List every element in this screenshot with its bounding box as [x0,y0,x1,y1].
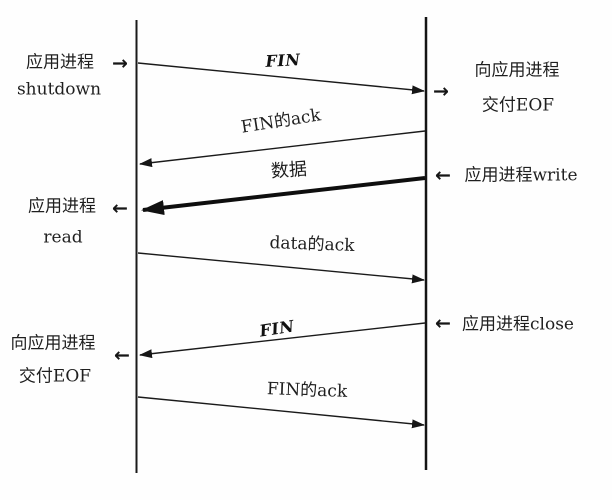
data-arrow [141,176,426,216]
fin-ack-1-arrow [139,130,426,168]
left-read-arrow-icon: ← [112,197,128,220]
right-write-arrow-icon: ← [435,164,451,187]
left-eof-label-line1: 向应用进程 [10,333,96,354]
fin-ack-2-arrow [137,396,425,429]
right-eof-arrow-icon: → [433,80,449,103]
left-read-label-line2: read [43,227,83,248]
left-shutdown-arrow-icon: → [112,52,128,75]
right-eof-label-line1: 向应用进程 [474,60,560,81]
right-eof-label-line2: 交付EOF [481,95,555,116]
left-shutdown-label-line1: 应用进程 [26,52,94,73]
fin-ack-2-message-label: FIN的ack [266,379,348,402]
left-eof-label-line2: 交付EOF [18,366,92,387]
right-write-label: 应用进程write [464,165,578,186]
data-ack-message-label: data的ack [269,233,355,256]
right-close-label: 应用进程close [462,314,574,335]
left-eof-arrow-icon: ← [114,344,130,367]
fin-1-message-label: FIN [265,50,301,71]
left-shutdown-label-line2: shutdown [16,79,102,100]
left-read-label-line1: 应用进程 [28,196,96,217]
fin-1-arrow [137,62,425,95]
fin-2-arrow [139,322,426,359]
right-close-arrow-icon: ← [435,312,451,335]
data-ack-arrow [137,252,425,284]
data-message-label: 数据 [270,158,308,183]
